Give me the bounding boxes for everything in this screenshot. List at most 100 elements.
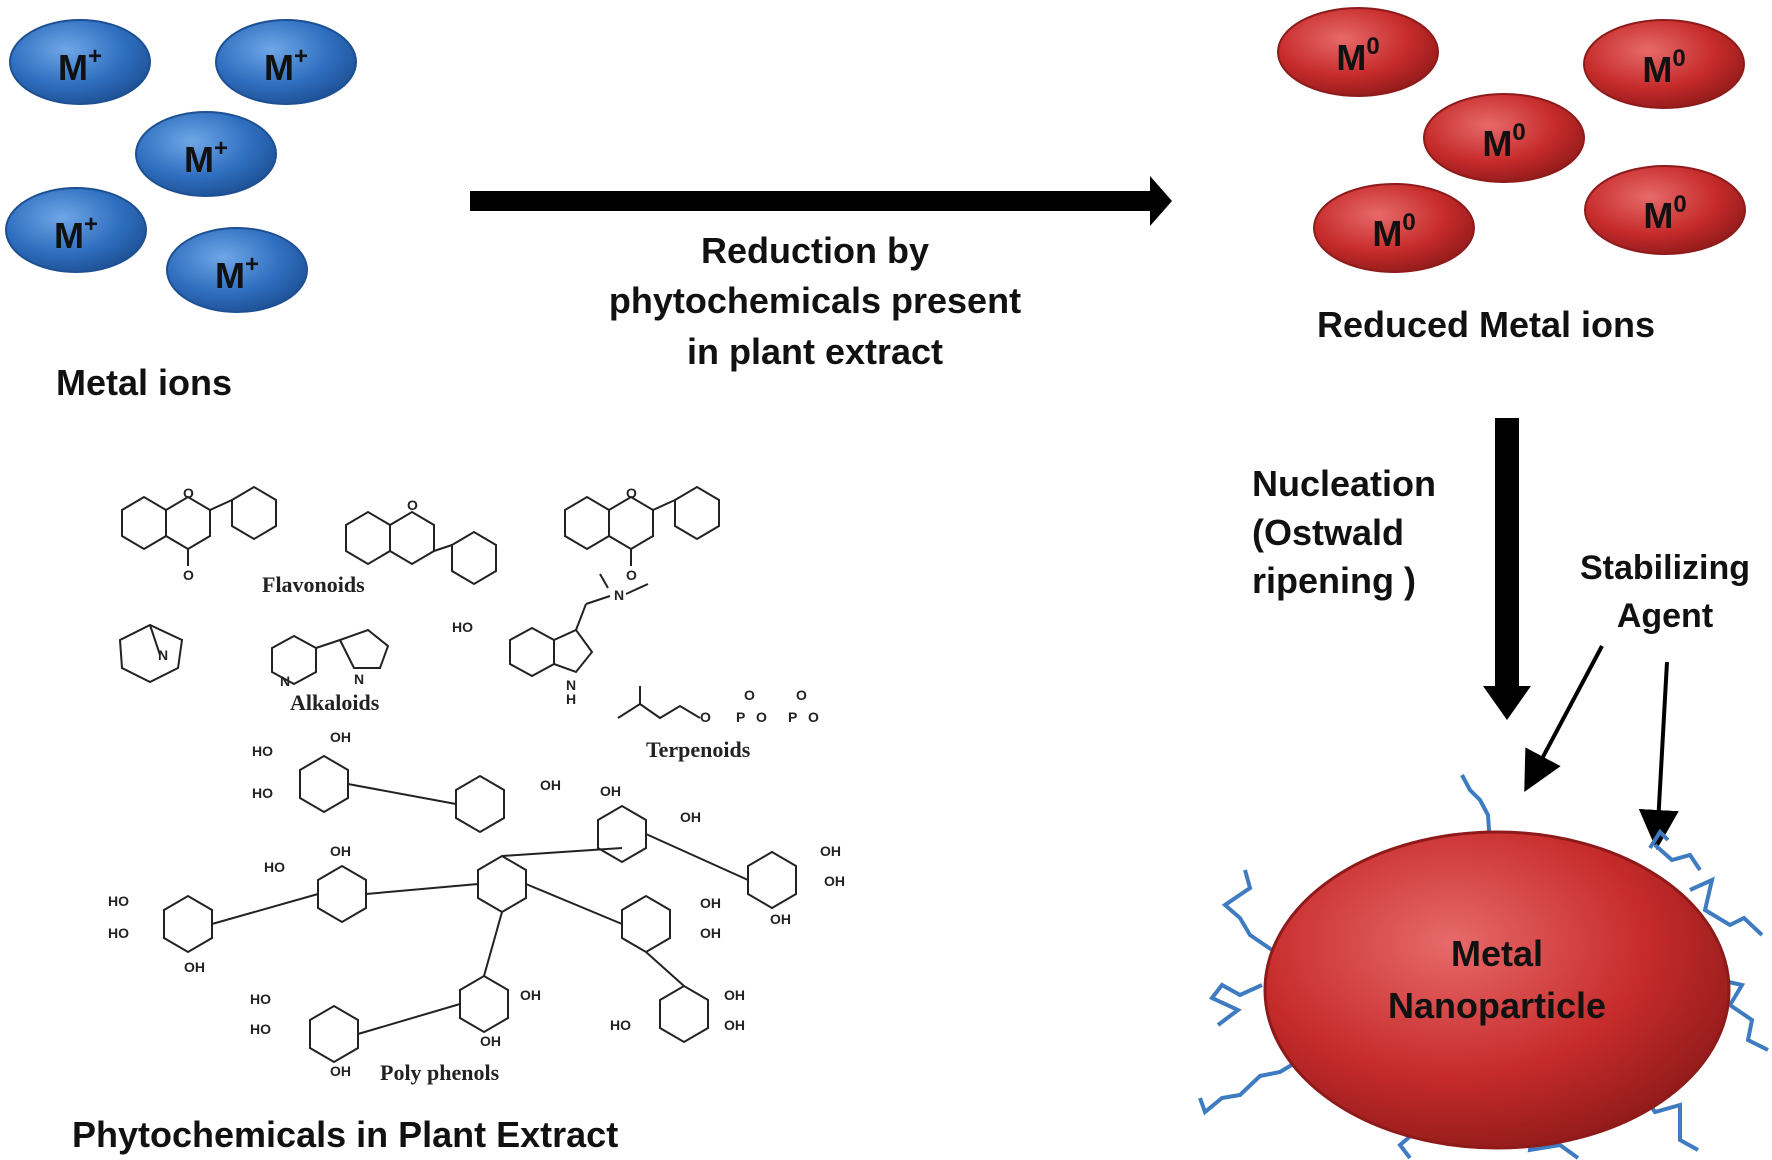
ligand-chain — [1208, 982, 1263, 1027]
svg-text:M0: M0 — [1642, 45, 1685, 90]
nanoparticle-label: Metal Nanoparticle — [1337, 928, 1657, 1032]
stabilizing-line-2: Agent — [1616, 596, 1714, 635]
nanoparticle — [1198, 774, 1769, 1160]
phytochemicals-caption: Phytochemicals in Plant Extract — [72, 1114, 619, 1155]
svg-text:O: O — [796, 687, 807, 703]
svg-text:O: O — [700, 709, 711, 725]
reduced-ion: M0 — [1423, 93, 1585, 183]
flavonoid-structures: O O O O O — [121, 485, 720, 586]
ligand-chain — [1460, 774, 1492, 846]
nucleation-line-2: (Ostwald — [1252, 511, 1405, 553]
terpenoids-label: Terpenoids — [646, 737, 751, 762]
ligand-chain — [1648, 828, 1670, 850]
ligand-chain — [1689, 876, 1764, 937]
svg-text:N: N — [566, 677, 576, 693]
svg-text:OH: OH — [724, 987, 745, 1003]
svg-text:M0: M0 — [1482, 119, 1525, 164]
svg-text:M+: M+ — [264, 43, 308, 88]
svg-text:HO: HO — [250, 991, 271, 1007]
svg-text:OH: OH — [680, 809, 701, 825]
svg-text:OH: OH — [770, 911, 791, 927]
svg-text:N: N — [614, 587, 624, 603]
svg-text:OH: OH — [330, 1063, 351, 1079]
svg-text:O: O — [626, 567, 637, 583]
svg-text:M+: M+ — [184, 135, 228, 180]
svg-text:O: O — [626, 485, 637, 501]
svg-text:OH: OH — [480, 1033, 501, 1049]
ligand-chain — [1221, 869, 1274, 952]
svg-text:OH: OH — [600, 783, 621, 799]
ligand-chain — [1198, 1058, 1302, 1116]
svg-text:M0: M0 — [1336, 33, 1379, 78]
svg-text:O: O — [756, 709, 767, 725]
svg-text:O: O — [407, 497, 418, 513]
stabilizer-pointer-arrow — [1638, 661, 1679, 850]
reduction-line-2: phytochemicals present — [608, 280, 1022, 322]
svg-text:OH: OH — [724, 1017, 745, 1033]
nucleation-arrow — [1483, 418, 1531, 720]
reduced-ion: M0 — [1583, 19, 1745, 109]
stabilizing-agent-label: Stabilizing Agent — [1560, 545, 1770, 640]
svg-text:M+: M+ — [58, 43, 102, 88]
svg-text:M0: M0 — [1643, 191, 1686, 236]
reduction-line-1: Reduction by — [700, 230, 929, 271]
reduced-ions-caption: Reduced Metal ions — [1317, 304, 1656, 345]
metal-ion: M+ — [9, 19, 151, 105]
reduced-ion-group: M0 M0 M0 M0 M0 — [1277, 7, 1746, 273]
svg-text:HO: HO — [252, 743, 273, 759]
svg-text:P: P — [788, 709, 797, 725]
svg-text:M+: M+ — [54, 211, 98, 256]
terpenoid-structure: O O P O O P O — [617, 686, 819, 725]
svg-text:OH: OH — [820, 843, 841, 859]
svg-text:HO: HO — [452, 619, 473, 635]
svg-text:N: N — [158, 647, 168, 663]
nanoparticle-line-1: Metal — [1450, 933, 1544, 974]
svg-text:HO: HO — [108, 925, 129, 941]
svg-text:HO: HO — [252, 785, 273, 801]
svg-text:HO: HO — [250, 1021, 271, 1037]
metal-ions-caption: Metal ions — [56, 362, 233, 403]
svg-text:O: O — [183, 485, 194, 501]
svg-text:M+: M+ — [215, 251, 259, 296]
ligand-chain — [1653, 843, 1702, 872]
svg-text:HO: HO — [108, 893, 129, 909]
reduced-ion: M0 — [1277, 7, 1439, 97]
svg-text:N: N — [354, 671, 364, 687]
svg-text:M0: M0 — [1372, 209, 1415, 254]
svg-text:N: N — [280, 673, 290, 689]
svg-text:OH: OH — [540, 777, 561, 793]
svg-text:OH: OH — [330, 729, 351, 745]
nanoparticle-line-2: Nanoparticle — [1387, 985, 1607, 1027]
svg-text:O: O — [808, 709, 819, 725]
svg-text:OH: OH — [184, 959, 205, 975]
reduced-ion: M0 — [1584, 165, 1746, 255]
stabilizing-line-1: Stabilizing — [1580, 549, 1750, 587]
metal-ion: M+ — [215, 19, 357, 105]
svg-text:HO: HO — [264, 859, 285, 875]
reduced-ion: M0 — [1313, 183, 1475, 273]
reduction-label: Reduction by phytochemicals present in p… — [560, 226, 1070, 377]
svg-text:OH: OH — [700, 895, 721, 911]
nucleation-line-3: ripening ) — [1252, 560, 1416, 602]
svg-text:OH: OH — [824, 873, 845, 889]
svg-text:O: O — [183, 567, 194, 583]
svg-text:H: H — [566, 691, 576, 707]
metal-ion: M+ — [135, 111, 277, 197]
svg-text:HO: HO — [610, 1017, 631, 1033]
stabilizer-pointer-arrow — [1524, 645, 1604, 793]
reduction-arrow — [470, 176, 1172, 226]
nucleation-label: Nucleation (Ostwald ripening ) — [1252, 460, 1436, 606]
nucleation-line-1: Nucleation — [1252, 463, 1437, 504]
metal-ion-group: M+ M+ M+ M+ M+ — [5, 19, 357, 313]
metal-ion: M+ — [166, 227, 308, 313]
alkaloid-structures: N N N HO NH N — [118, 573, 649, 707]
svg-text:OH: OH — [700, 925, 721, 941]
svg-text:OH: OH — [330, 843, 351, 859]
alkaloids-label: Alkaloids — [290, 690, 380, 715]
metal-ion: M+ — [5, 187, 147, 273]
svg-text:P: P — [736, 709, 745, 725]
flavonoids-label: Flavonoids — [262, 572, 365, 597]
ligand-chain — [1719, 978, 1769, 1052]
svg-text:O: O — [744, 687, 755, 703]
